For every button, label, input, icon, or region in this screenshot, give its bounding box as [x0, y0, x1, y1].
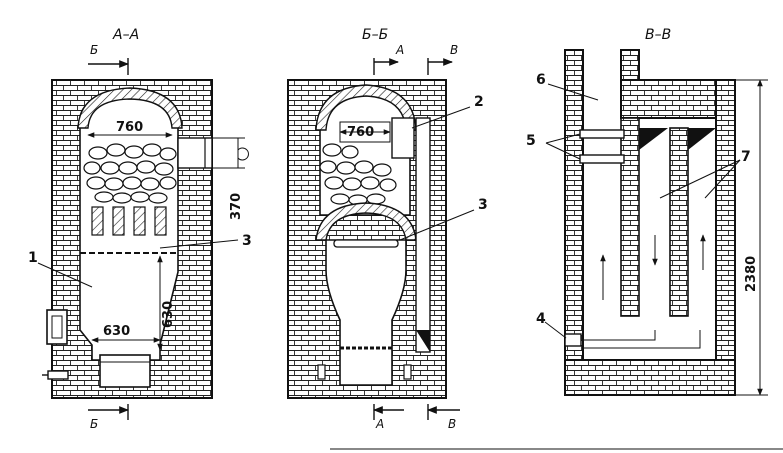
callout-6: 6 — [536, 72, 546, 88]
cut-label-bottom-left: Б — [90, 417, 99, 431]
callout-4: 4 — [536, 311, 546, 327]
dim-label-760-left: 760 — [116, 120, 144, 135]
dim-label-630-vertical: 630 — [161, 300, 176, 328]
right-dim-2380 — [735, 79, 768, 396]
cut-label-top-left: Б — [90, 43, 99, 57]
right-flow-arrows — [600, 234, 706, 300]
cut-label-top-v: В — [450, 43, 459, 57]
callout-7: 7 — [741, 149, 751, 165]
section-title-v-v: В–В — [645, 27, 672, 43]
middle-slot — [333, 239, 399, 248]
leader-7b — [704, 159, 741, 199]
callout-1: 1 — [28, 250, 38, 266]
right-baffle-2 — [669, 127, 689, 317]
callout-2: 2 — [474, 94, 484, 110]
left-door-handle — [42, 370, 69, 380]
middle-dim-760 — [339, 121, 391, 143]
callout-3-middle: 3 — [478, 197, 488, 213]
leader-2 — [411, 106, 471, 129]
leader-6 — [547, 83, 599, 101]
leader-7a — [659, 159, 741, 199]
right-valve — [564, 333, 582, 347]
dim-label-2380: 2380 — [744, 255, 759, 292]
dim-label-760-middle: 760 — [347, 125, 375, 140]
section-b-b — [287, 58, 475, 420]
leader-3-middle — [399, 209, 475, 241]
left-grate-bars — [91, 206, 167, 236]
left-cut-marks — [88, 58, 129, 420]
middle-cut-marks — [373, 58, 460, 420]
cut-label-bottom-a: А — [376, 417, 385, 431]
dim-label-370: 370 — [229, 192, 244, 220]
leader-1 — [37, 262, 93, 288]
callout-5: 5 — [526, 133, 536, 149]
right-gas-path — [583, 330, 701, 349]
leader-5a — [545, 133, 581, 144]
middle-flue-pipe — [415, 117, 431, 353]
leader-3-left — [159, 239, 239, 249]
dim-label-630-horizontal: 630 — [103, 324, 131, 339]
section-title-a-a: А–А — [113, 27, 140, 43]
section-v-v — [544, 49, 768, 396]
left-brick-arch — [77, 87, 183, 129]
section-a-a — [37, 58, 249, 420]
leader-5b — [545, 142, 581, 160]
middle-water-tank — [391, 117, 415, 159]
cut-label-top-a: А — [396, 43, 405, 57]
section-title-b-b: Б–Б — [362, 27, 389, 43]
cut-label-bottom-v: В — [448, 417, 457, 431]
left-ash-door — [99, 354, 151, 388]
leader-4 — [544, 321, 567, 339]
right-baffle-1 — [620, 117, 640, 317]
left-side-pipe — [177, 137, 213, 169]
callout-3-left: 3 — [242, 233, 252, 249]
right-dampers — [579, 129, 625, 164]
left-stone-heap — [83, 143, 177, 204]
left-dim-370 — [212, 137, 249, 169]
